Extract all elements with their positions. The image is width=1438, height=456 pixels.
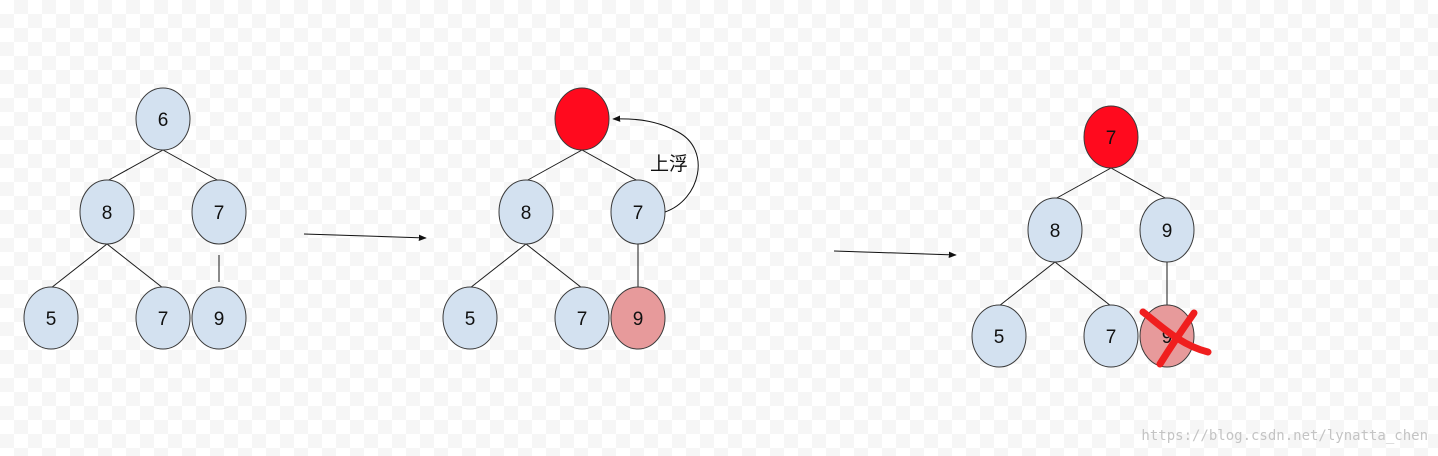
edge-left-rightchild	[1054, 261, 1112, 307]
node-root-empty	[554, 87, 610, 151]
float-up-arrow	[612, 115, 699, 213]
edge-left-rightchild	[525, 243, 583, 289]
node-root-label: 7	[1106, 128, 1117, 149]
node-left-right	[1083, 304, 1139, 368]
node-right-left	[191, 286, 247, 350]
edge-left-leftchild	[469, 243, 527, 289]
node-left	[1027, 197, 1083, 263]
node-left-right-label: 7	[1106, 327, 1117, 348]
node-left-right-label: 7	[577, 309, 588, 330]
node-right-left-label: 9	[633, 309, 644, 330]
node-root	[135, 87, 191, 151]
node-left	[498, 179, 554, 245]
edge-root-right	[162, 149, 220, 182]
panel-3-result-heap: 7 8 9 5 7 9	[971, 105, 1212, 368]
node-right-label: 9	[1162, 221, 1173, 242]
node-left	[79, 179, 135, 245]
watermark: https://blog.csdn.net/lynatta_chen	[1141, 428, 1428, 444]
panel-1-initial-heap: 6 8 7 5 7 9	[23, 87, 247, 350]
transition-arrow-1	[303, 233, 427, 241]
node-right	[1139, 197, 1195, 263]
node-right-left-label: 9	[1162, 327, 1173, 348]
panel-2-float-up: 8 7 5 7 9 上浮	[442, 87, 699, 350]
node-left-right	[554, 286, 610, 350]
edge-left-leftchild	[50, 243, 108, 289]
node-left-right	[135, 286, 191, 350]
edge-root-left	[525, 149, 583, 182]
node-left-left-label: 5	[994, 327, 1005, 348]
node-right	[191, 179, 247, 245]
node-left-left	[23, 286, 79, 350]
edge-root-right	[1110, 167, 1168, 200]
edge-root-left	[1054, 167, 1112, 200]
node-right-left-label: 9	[214, 309, 225, 330]
node-left-left	[442, 286, 498, 350]
node-right-label: 7	[214, 203, 225, 224]
node-left-left-label: 5	[46, 309, 57, 330]
node-root-label: 6	[158, 110, 169, 131]
edge-root-right	[581, 149, 639, 182]
node-left-left	[971, 304, 1027, 368]
node-left-left-label: 5	[465, 309, 476, 330]
transition-arrow-2	[833, 250, 957, 258]
float-up-label: 上浮	[650, 153, 688, 175]
node-root-highlighted	[1083, 105, 1139, 169]
node-right-label: 7	[633, 203, 644, 224]
node-left-label: 8	[1050, 221, 1061, 242]
node-left-label: 8	[521, 203, 532, 224]
edge-left-rightchild	[106, 243, 164, 289]
node-right-left-highlighted	[610, 286, 666, 350]
cross-mark-icon	[1139, 308, 1212, 368]
edge-root-left	[106, 149, 164, 182]
edge-left-leftchild	[998, 261, 1056, 307]
node-left-label: 8	[102, 203, 113, 224]
node-left-right-label: 7	[158, 309, 169, 330]
